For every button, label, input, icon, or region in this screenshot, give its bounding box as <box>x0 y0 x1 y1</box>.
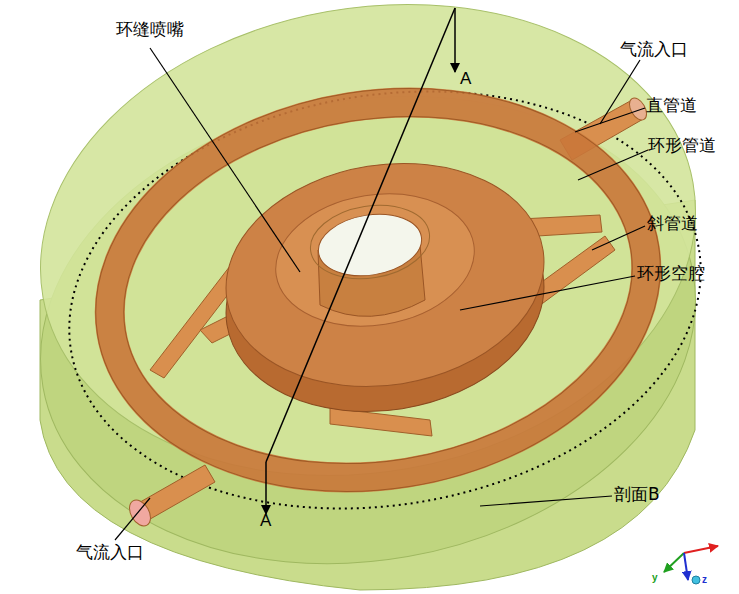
leader-lines <box>115 48 648 540</box>
housing-top <box>3 0 734 526</box>
part-label: 环形管道 <box>648 136 716 155</box>
part-label: 气流入口 <box>620 40 688 59</box>
part-label: 直管道 <box>646 96 697 115</box>
ring-pipe <box>82 65 673 515</box>
part-label: 环缝喷嘴 <box>116 20 184 39</box>
axis-letter: z <box>702 574 707 585</box>
section-b-line <box>39 48 731 552</box>
section-label: 剖面B <box>614 485 660 504</box>
part-label: 斜管道 <box>647 214 698 233</box>
section-a-line <box>266 8 455 514</box>
section-letter: A <box>260 512 271 531</box>
part-label: 气流入口 <box>76 543 144 562</box>
axis-letter: y <box>652 572 658 583</box>
section-letter: A <box>460 70 471 89</box>
part-label: 环形空腔 <box>637 264 705 283</box>
annular-cavity <box>210 141 560 408</box>
axis-triad <box>664 546 718 584</box>
